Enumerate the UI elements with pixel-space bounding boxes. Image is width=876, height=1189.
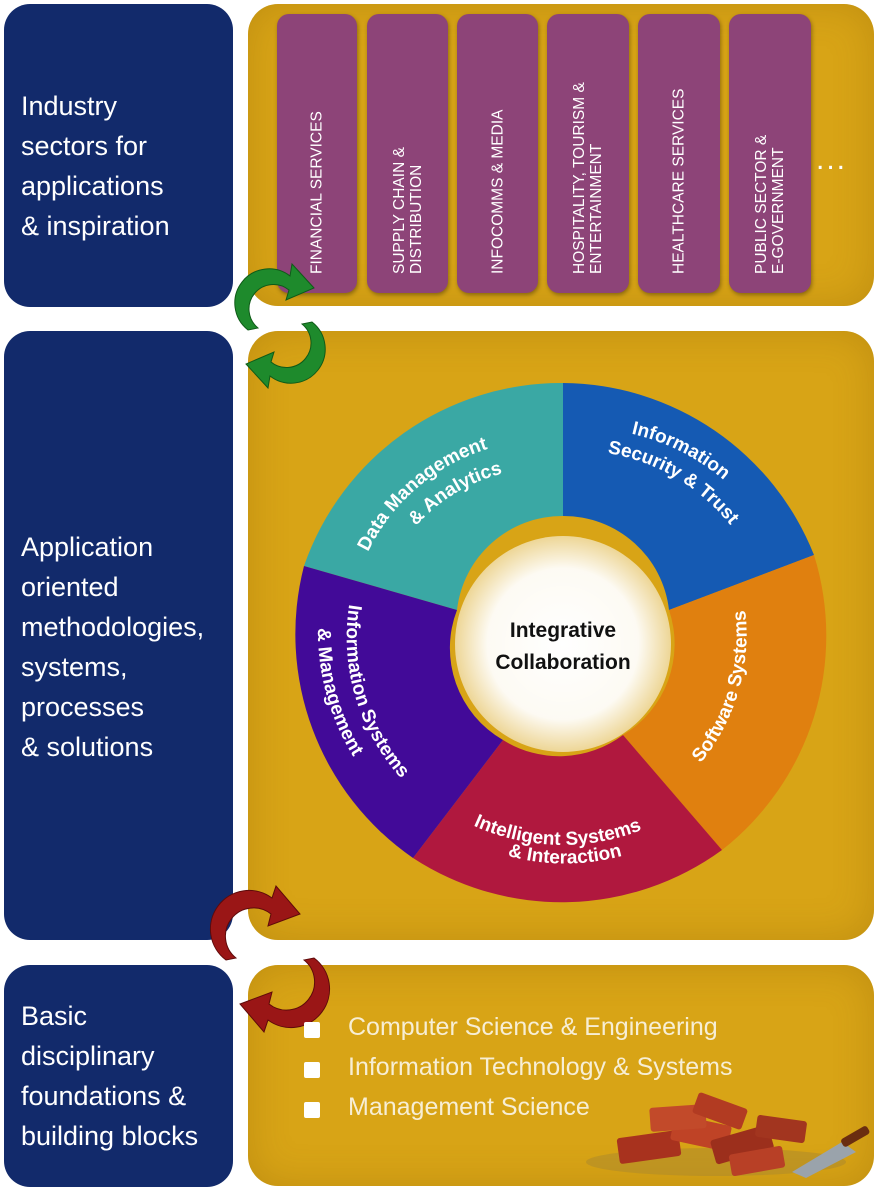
sector-card-financial: FINANCIAL SERVICES <box>277 14 357 293</box>
sector-card-public-sector: PUBLIC SECTOR & E-GOVERNMENT <box>729 14 811 293</box>
sector-card-hospitality: HOSPITALITY, TOURISM & ENTERTAINMENT <box>547 14 629 293</box>
bricks-trowel-icon <box>586 1092 870 1178</box>
wheel-center-line2: Collaboration <box>495 651 630 674</box>
methods-row-label: Application oriented methodologies, syst… <box>4 331 233 940</box>
foundation-label: Computer Science & Engineering <box>348 1013 718 1041</box>
methods-row-label-text: Application oriented methodologies, syst… <box>21 532 205 762</box>
foundation-label: Information Technology & Systems <box>348 1053 733 1081</box>
square-bullet-icon <box>304 1102 320 1118</box>
square-bullet-icon <box>304 1022 320 1038</box>
wheel-center <box>455 536 671 752</box>
segment-information-security <box>563 383 814 610</box>
more-sectors-ellipsis: ... <box>816 143 848 176</box>
sector-card-healthcare: HEALTHCARE SERVICES <box>638 14 720 293</box>
sector-card-supply-chain: SUPPLY CHAIN & DISTRIBUTION <box>367 14 448 293</box>
foundations-row-label: Basic disciplinary foundations & buildin… <box>4 965 233 1187</box>
wheel <box>295 382 827 903</box>
segment-data-management <box>304 382 563 610</box>
segment-software-systems <box>623 555 827 850</box>
red-cycle-arrows-icon <box>209 885 331 1033</box>
segment-intelligent-systems <box>413 735 722 903</box>
green-cycle-arrows-icon <box>234 262 326 390</box>
segment-information-systems <box>295 566 503 858</box>
sectors-row-label: Industry sectors for applications & insp… <box>4 4 233 307</box>
foundation-label: Management Science <box>348 1093 590 1121</box>
wheel-center-line1: Integrative <box>510 619 616 642</box>
sector-card-infocomms: INFOCOMMS & MEDIA <box>457 14 538 293</box>
sectors-row-label-text: Industry sectors for applications & insp… <box>21 91 170 241</box>
foundations-row-label-text: Basic disciplinary foundations & buildin… <box>21 1001 199 1151</box>
square-bullet-icon <box>304 1062 320 1078</box>
